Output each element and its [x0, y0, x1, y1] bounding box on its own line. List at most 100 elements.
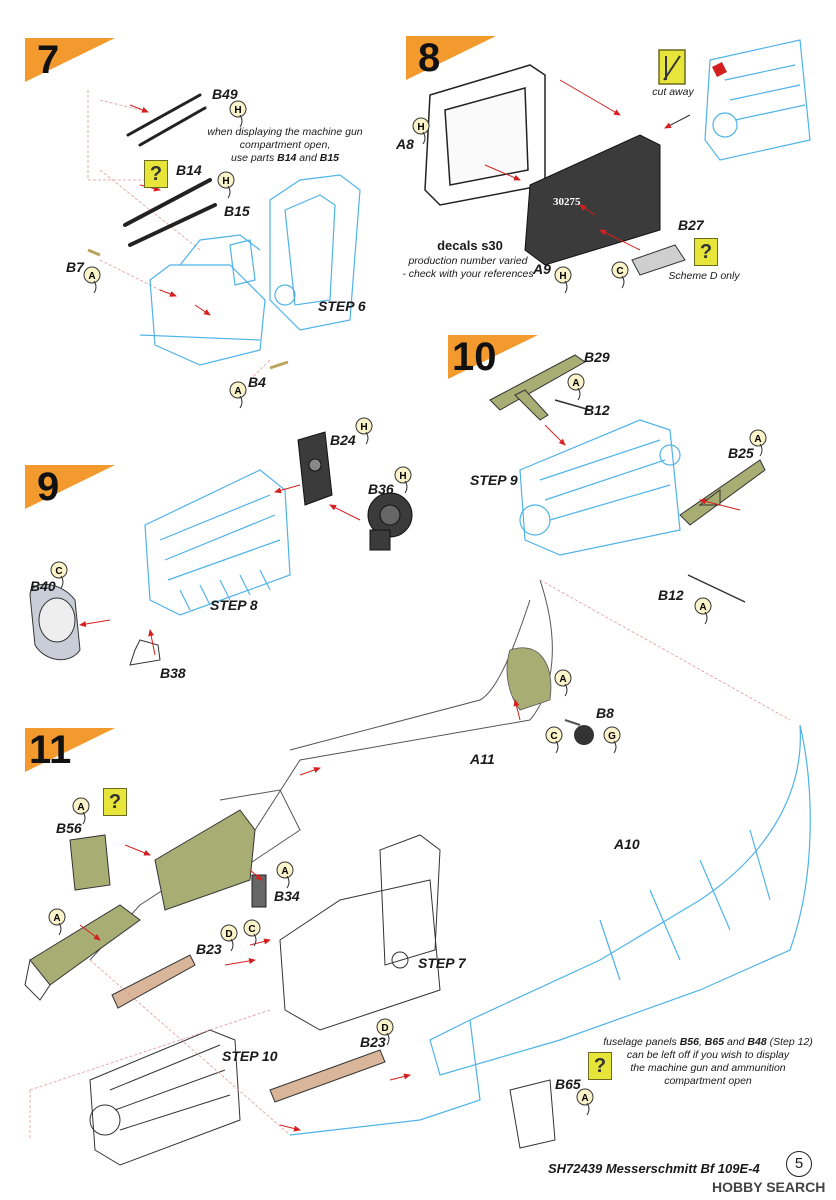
fuselage-note-and: and [724, 1036, 748, 1048]
optional-part-marker-b65: ? [588, 1052, 612, 1080]
cutaway-symbol [658, 49, 686, 85]
step9-arrows [79, 484, 361, 656]
optional-part-marker-b56: ? [103, 788, 127, 816]
optional-part-marker-b27: ? [694, 238, 718, 266]
step-9-number: 9 [37, 465, 60, 509]
part-label-b8: B8 [596, 705, 614, 721]
part-label-a8: A8 [396, 136, 414, 152]
step8-engine [144, 469, 291, 616]
machine-gun-note-b14: B14 [277, 152, 297, 164]
fuselage-note-b65: B65 [704, 1036, 725, 1048]
step-9-flag: 9 [25, 465, 115, 509]
part-label-b12-a: B12 [584, 402, 610, 418]
step7-arrows [129, 104, 211, 316]
part-label-b23-b: B23 [360, 1034, 386, 1050]
machine-gun-note: when displaying the machine gun compartm… [200, 126, 370, 165]
part-label-b4: B4 [248, 374, 266, 390]
fuselage-note-b56: B56 [679, 1036, 699, 1048]
part-label-a11: A11 [470, 751, 495, 767]
cut-away-note: cut away [652, 86, 694, 98]
a11-panel [506, 647, 552, 711]
b49-parts [126, 93, 207, 147]
part-label-b25: B25 [728, 445, 754, 461]
machine-gun-note-line1: when displaying the machine gun [207, 126, 363, 138]
step-9-reference: STEP 9 [470, 472, 518, 488]
machine-gun-note-prefix: use parts [231, 152, 278, 164]
decals-note-line1: production number varied [408, 255, 528, 267]
kit-title: SH72439 Messerschmitt Bf 109E-4 [548, 1161, 760, 1176]
machine-gun-note-line3: use parts B14 and B15 [200, 152, 370, 165]
part-label-b15: B15 [224, 203, 250, 219]
cutaway-highlight [712, 62, 727, 77]
step10-arrows [544, 424, 741, 511]
fuselage-note-prefix: fuselage panels [603, 1036, 680, 1048]
step-10-flag: 10 [448, 335, 538, 379]
step-8-number: 8 [418, 36, 441, 80]
b23-part-a [111, 954, 196, 1009]
step10-engine-detail [89, 1029, 241, 1166]
step11-guides [29, 579, 791, 1140]
part-label-b14: B14 [176, 162, 202, 178]
b29-part [489, 354, 586, 421]
machine-gun-note-line2: compartment open, [239, 139, 331, 151]
fuselage-note-line2: can be left off if you wish to display [626, 1049, 790, 1061]
step6-cockpit [139, 174, 361, 366]
part-label-b49: B49 [212, 86, 238, 102]
b56-part [69, 834, 111, 891]
part-label-b29: B29 [584, 349, 610, 365]
a11-wing-root [24, 904, 141, 1001]
machine-gun-note-b15: B15 [319, 152, 339, 164]
part-label-b65: B65 [555, 1076, 581, 1092]
b4-part [269, 360, 289, 370]
part-label-b40: B40 [30, 578, 56, 594]
b27-part [631, 244, 686, 276]
b14-b15-parts [123, 178, 217, 247]
part-label-b56: B56 [56, 820, 82, 836]
cutaway-engine [704, 39, 811, 161]
part-label-b12-b: B12 [658, 587, 684, 603]
step-6-reference: STEP 6 [318, 298, 366, 314]
b24-part [297, 431, 333, 506]
optional-part-marker-b14: ? [144, 160, 168, 188]
b25-part [679, 459, 766, 526]
part-label-b7: B7 [66, 259, 84, 275]
b12-part-b [687, 574, 746, 603]
machine-gun-note-and: and [296, 152, 320, 164]
step-7-number: 7 [37, 38, 60, 82]
step-7-flag: 7 [25, 38, 115, 82]
part-label-b36: B36 [368, 481, 394, 497]
b34-part [251, 874, 267, 908]
decal-number-visual: 30275 [553, 196, 581, 208]
part-label-b24: B24 [330, 432, 356, 448]
step-8-reference: STEP 8 [210, 597, 258, 613]
step-10-reference: STEP 10 [222, 1048, 278, 1064]
fuselage-note-step: (Step 12) [766, 1036, 813, 1048]
fuselage-note-line4: compartment open [664, 1075, 752, 1087]
fuselage-note-b48: B48 [747, 1036, 767, 1048]
step7-cockpit-detail [279, 834, 441, 1031]
a11-part [89, 579, 553, 961]
fuselage-note-line1: fuselage panels B56, B65 and B48 (Step 1… [588, 1036, 828, 1049]
part-label-b38: B38 [160, 665, 186, 681]
b36-part [367, 492, 413, 551]
decals-note: production number varied - check with yo… [388, 255, 548, 281]
b7-part [87, 248, 101, 257]
decals-note-line2: - check with your references [402, 268, 534, 280]
b38-part [129, 639, 161, 666]
decals-title: decals s30 [437, 238, 503, 253]
b65-part [509, 1079, 556, 1149]
part-label-b27: B27 [678, 217, 704, 233]
part-label-a9: A9 [533, 261, 551, 277]
cutaway-arrow [664, 114, 691, 129]
b23-part-b [269, 1049, 386, 1103]
step9-engine [519, 419, 681, 556]
fuselage-panels-note: fuselage panels B56, B65 and B48 (Step 1… [588, 1036, 828, 1088]
b8-part [564, 719, 594, 745]
scheme-d-note: Scheme D only [668, 270, 740, 282]
step-11-number: 11 [29, 728, 72, 772]
part-label-a10: A10 [614, 836, 640, 852]
a8-part [424, 64, 546, 206]
part-label-b23-a: B23 [196, 941, 222, 957]
b12-part-a [554, 399, 591, 411]
